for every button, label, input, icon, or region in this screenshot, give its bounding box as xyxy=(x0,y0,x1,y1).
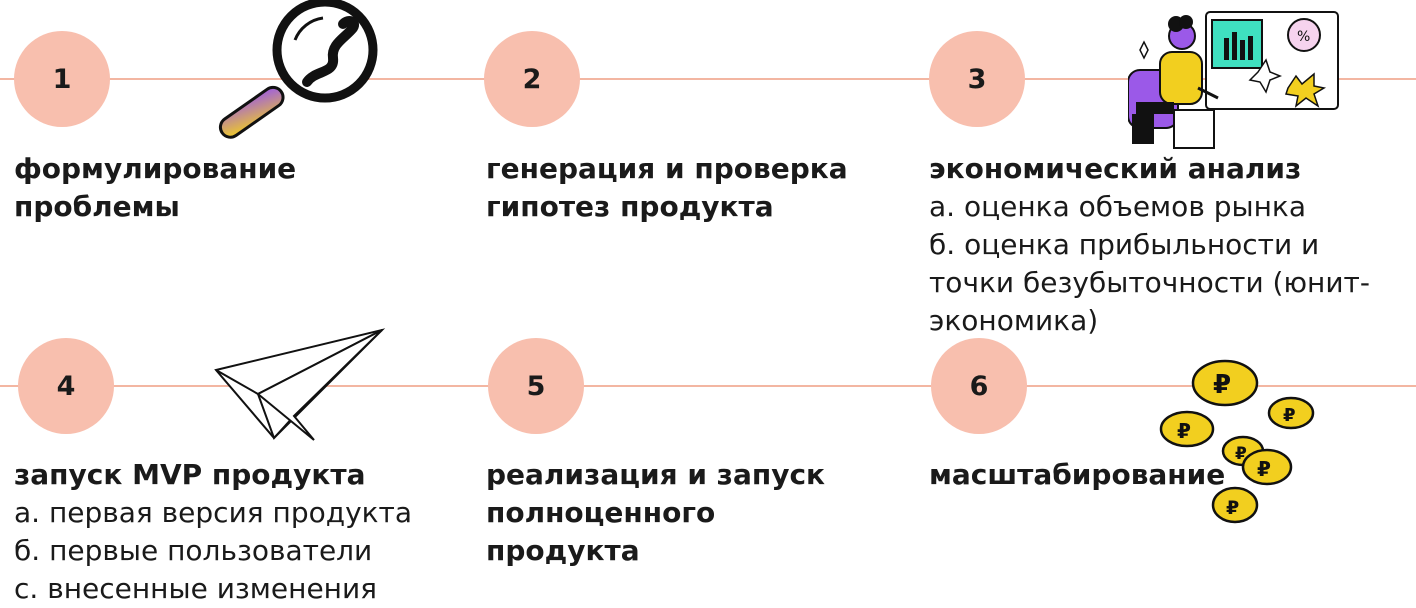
step-4-item-c: с. внесенные изменения xyxy=(14,572,378,605)
coin-symbol: ₽ xyxy=(1177,419,1191,443)
step-5-number-circle: 5 xyxy=(488,338,584,434)
person-with-charts-icon: % xyxy=(1128,11,1339,149)
coin-symbol: ₽ xyxy=(1257,457,1271,481)
step-2-number-circle: 2 xyxy=(484,31,580,127)
step-3-title: экономический анализ xyxy=(929,152,1302,185)
paper-plane-icon xyxy=(214,328,386,441)
row-2-line xyxy=(0,385,1416,387)
row-1-line xyxy=(0,78,1416,80)
coin-symbol: ₽ xyxy=(1213,370,1231,400)
step-3-block: экономический анализ а. оценка объемов р… xyxy=(929,150,1409,340)
step-3-number-circle: 3 xyxy=(929,31,1025,127)
step-number: 5 xyxy=(526,370,546,402)
step-number: 2 xyxy=(522,63,542,95)
step-1-number-circle: 1 xyxy=(14,31,110,127)
step-number: 3 xyxy=(967,63,987,95)
step-number: 6 xyxy=(969,370,989,402)
step-number: 1 xyxy=(52,63,72,95)
coin-symbol: ₽ xyxy=(1235,444,1247,464)
step-3-item-b: б. оценка прибыльности и точки безубыточ… xyxy=(929,228,1370,337)
step-2-title: генерация и проверка гипотез продукта xyxy=(486,152,848,223)
percent-badge-icon: % xyxy=(1297,29,1310,45)
coin-symbol: ₽ xyxy=(1226,497,1239,519)
step-4-item-a: а. первая версия продукта xyxy=(14,496,413,529)
step-4-item-b: б. первые пользователи xyxy=(14,534,373,567)
step-6-number-circle: 6 xyxy=(931,338,1027,434)
step-1-title: формулирование проблемы xyxy=(14,152,297,223)
step-5-title: реализация и запуск полноценного продукт… xyxy=(486,458,826,567)
step-4-title: запуск MVP продукта xyxy=(14,458,366,491)
coin-symbol: ₽ xyxy=(1283,405,1296,426)
step-3-item-a: а. оценка объемов рынка xyxy=(929,190,1306,223)
coins-icon: ₽ ₽ ₽ ₽ ₽ ₽ xyxy=(1159,359,1315,524)
step-number: 4 xyxy=(56,370,76,402)
step-6-title: масштабирование xyxy=(929,458,1226,491)
magnifying-glass-icon xyxy=(218,0,378,139)
step-4-number-circle: 4 xyxy=(18,338,114,434)
step-4-block: запуск MVP продукта а. первая версия про… xyxy=(14,456,444,608)
